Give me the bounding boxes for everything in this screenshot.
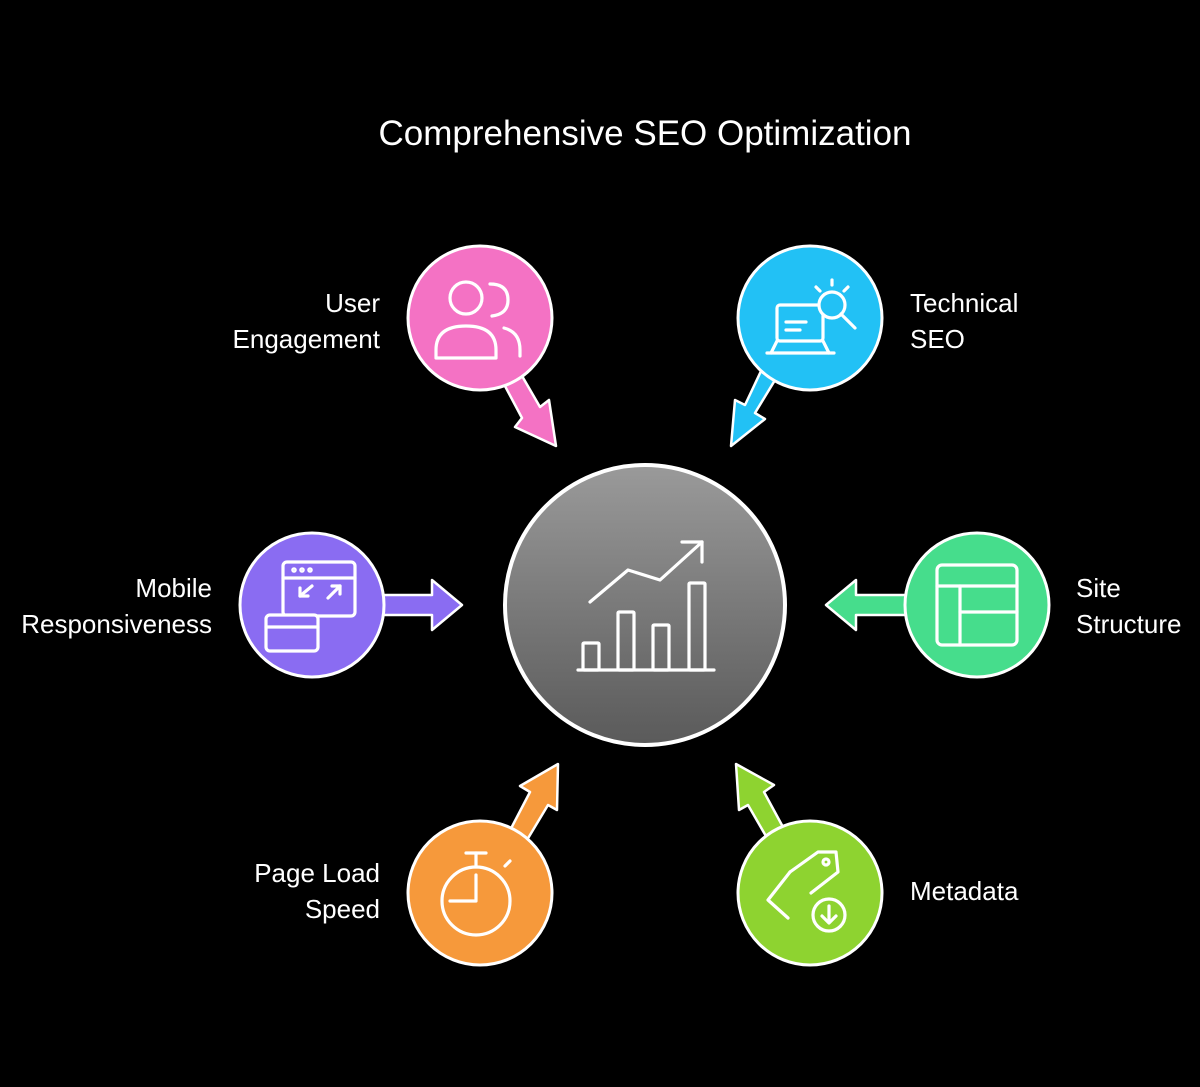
diagram-title: Comprehensive SEO Optimization [379, 114, 912, 153]
timer-icon [440, 851, 512, 937]
user-engagement-label-line-2: Engagement [233, 324, 381, 354]
responsive-windows-icon [264, 560, 357, 653]
mobile-responsiveness-arrow-shape [378, 578, 464, 632]
metadata-label-line-1: Metadata [910, 876, 1019, 906]
mobile-responsiveness-arrow [378, 578, 464, 632]
mobile-responsiveness-label-line-1: Mobile [135, 573, 212, 603]
center-hub [503, 463, 787, 747]
page-load-speed-label-line-1: Page Load [254, 858, 380, 888]
node-metadata: Metadata [736, 819, 1019, 967]
technical-seo-label-line-2: SEO [910, 324, 965, 354]
node-mobile-responsiveness: Mobile Responsiveness [21, 531, 386, 679]
page-load-speed-label-line-2: Speed [305, 894, 380, 924]
tag-download-icon [766, 850, 847, 933]
user-engagement-label-line-1: User [325, 288, 380, 318]
users-icon [434, 280, 522, 360]
layout-icon [935, 563, 1019, 647]
site-structure-arrow [824, 578, 912, 632]
node-technical-seo: Technical SEO [736, 244, 1018, 392]
laptop-search-icon [765, 278, 857, 355]
site-structure-label-line-1: Site [1076, 573, 1121, 603]
technical-seo-label-line-1: Technical [910, 288, 1018, 318]
node-page-load-speed: Page Load Speed [254, 819, 554, 967]
growth-chart-icon [576, 540, 716, 672]
site-structure-label-line-2: Structure [1076, 609, 1182, 639]
node-user-engagement: User Engagement [233, 244, 554, 392]
site-structure-arrow-shape [824, 578, 912, 632]
node-site-structure: Site Structure [903, 531, 1182, 679]
mobile-responsiveness-label-line-2: Responsiveness [21, 609, 212, 639]
